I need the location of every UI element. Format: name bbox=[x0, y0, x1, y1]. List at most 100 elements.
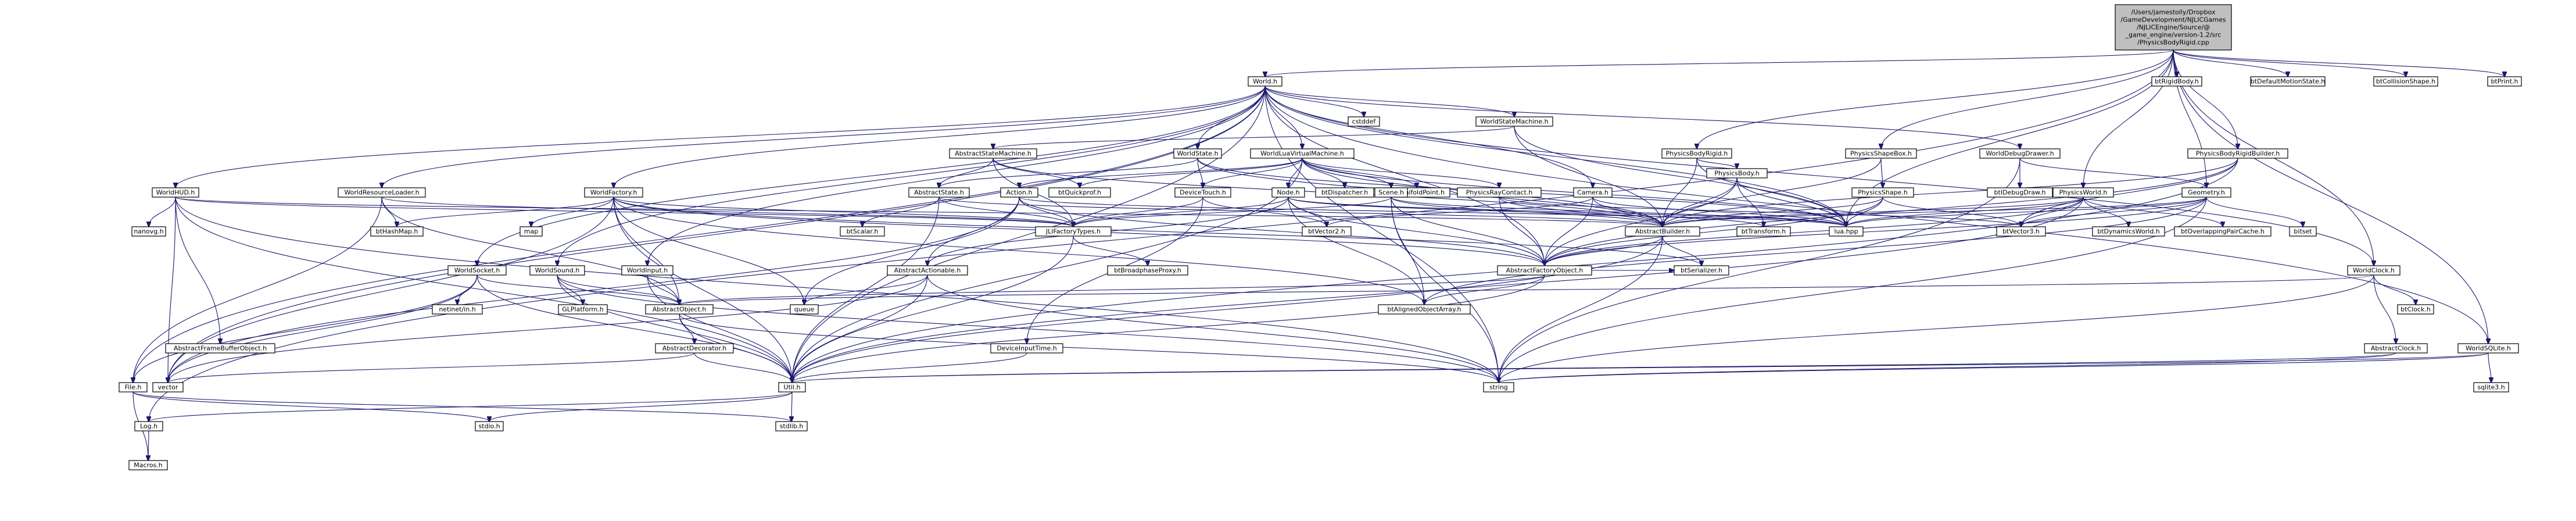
node-btPrint[interactable]: btPrint.h bbox=[2487, 76, 2522, 87]
edge-root-to-luaHpp bbox=[1846, 49, 2174, 227]
node-btTransform[interactable]: btTransform.h bbox=[1736, 226, 1791, 237]
node-sqlite3[interactable]: sqlite3.h bbox=[2473, 382, 2509, 392]
node-map[interactable]: map bbox=[520, 226, 543, 237]
node-node[interactable]: Node.h bbox=[1271, 187, 1305, 198]
node-deviceInputTime[interactable]: DeviceInputTime.h bbox=[990, 343, 1063, 354]
node-jliFactoryTypes[interactable]: JLIFactoryTypes.h bbox=[1035, 226, 1112, 237]
node-physicsShape[interactable]: PhysicsShape.h bbox=[1851, 187, 1914, 198]
node-scene[interactable]: Scene.h bbox=[1374, 187, 1408, 198]
node-btClock[interactable]: btClock.h bbox=[2397, 304, 2434, 315]
node-vector[interactable]: vector bbox=[152, 382, 184, 392]
node-bitset[interactable]: bitset bbox=[2289, 226, 2317, 237]
node-defMotionState[interactable]: btDefaultMotionState.h bbox=[2250, 76, 2326, 87]
node-physicsRayContact[interactable]: PhysicsRayContact.h bbox=[1457, 187, 1542, 198]
node-btOverlappingPairCache[interactable]: btOverlappingPairCache.h bbox=[2174, 226, 2272, 237]
node-deviceTouch[interactable]: DeviceTouch.h bbox=[1174, 187, 1231, 198]
node-string-label: string bbox=[1489, 384, 1508, 391]
node-action[interactable]: Action.h bbox=[1000, 187, 1038, 198]
node-abstractStateMachine[interactable]: AbstractStateMachine.h bbox=[949, 148, 1037, 159]
edge-worldResourceLoader-to-btHashMap bbox=[381, 197, 397, 227]
node-btAlignedObjectArray-box bbox=[1378, 304, 1471, 315]
node-abstractFactoryObject-box bbox=[1497, 265, 1592, 276]
node-btQuickprof[interactable]: btQuickprof.h bbox=[1048, 187, 1111, 198]
node-worldInput[interactable]: WorldInput.h bbox=[621, 265, 673, 276]
edge-abstractActionable-to-string bbox=[927, 274, 1499, 383]
node-physicsBodyRigidBuilder[interactable]: PhysicsBodyRigidBuilder.h bbox=[2187, 148, 2288, 159]
node-rigidBody[interactable]: btRigidBody.h bbox=[2151, 76, 2202, 87]
node-worldResourceLoader-box bbox=[338, 187, 426, 198]
node-btSerializer[interactable]: btSerializer.h bbox=[1674, 265, 1729, 276]
node-worldSqlite[interactable]: WorldSQLite.h bbox=[2457, 343, 2519, 354]
node-worldSound[interactable]: WorldSound.h bbox=[529, 265, 585, 276]
node-worldStateMachine[interactable]: WorldStateMachine.h bbox=[1475, 116, 1553, 127]
edge-scene-to-luaHpp bbox=[1391, 197, 1846, 227]
node-worldFactory-label: WorldFactory.h bbox=[590, 189, 637, 197]
edge-abstractActionable-to-util bbox=[792, 274, 928, 383]
node-macros[interactable]: Macros.h bbox=[128, 460, 168, 470]
node-btDynamicsWorld-label: btDynamicsWorld.h bbox=[2097, 228, 2160, 235]
node-physicsWorld[interactable]: PhysicsWorld.h bbox=[2052, 187, 2114, 198]
node-util[interactable]: Util.h bbox=[778, 382, 806, 392]
node-btDebugDraw[interactable]: btIDebugDraw.h bbox=[1987, 187, 2053, 198]
node-btBroadphaseProxy[interactable]: btBroadphaseProxy.h bbox=[1107, 265, 1188, 276]
node-glPlatform[interactable]: GLPlatform.h bbox=[558, 304, 608, 315]
node-vector-box bbox=[152, 382, 184, 392]
node-cstddef[interactable]: cstddef bbox=[1348, 116, 1380, 127]
node-worldDebugDrawer[interactable]: WorldDebugDrawer.h bbox=[1979, 148, 2061, 159]
node-btPrint-box bbox=[2487, 76, 2522, 87]
edge-abstractActionable-to-queue bbox=[804, 274, 928, 305]
node-camera[interactable]: Camera.h bbox=[1573, 187, 1613, 198]
node-btVector2[interactable]: btVector2.h bbox=[1302, 226, 1352, 237]
node-worldResourceLoader[interactable]: WorldResourceLoader.h bbox=[338, 187, 426, 198]
node-string[interactable]: string bbox=[1483, 382, 1514, 392]
node-worldLuaVM[interactable]: WorldLuaVirtualMachine.h bbox=[1250, 148, 1355, 159]
node-world[interactable]: World.h bbox=[1248, 76, 1282, 87]
node-worldClock[interactable]: WorldClock.h bbox=[2347, 265, 2401, 276]
node-stdlib[interactable]: stdlib.h bbox=[775, 421, 808, 431]
node-physicsShapeBox[interactable]: PhysicsShapeBox.h bbox=[1845, 148, 1917, 159]
node-abstractObject[interactable]: AbstractObject.h bbox=[645, 304, 714, 315]
node-btHashMap[interactable]: btHashMap.h bbox=[370, 226, 424, 237]
nodes-layer: /Users/jamestolly/Dropbox/GameDevelopmen… bbox=[119, 4, 2522, 470]
edge-root-to-log bbox=[149, 49, 2174, 422]
node-abstractClock-label: AbstractClock.h bbox=[2371, 345, 2421, 352]
edge-deviceTouch-to-jliFactoryTypes bbox=[1073, 197, 1203, 227]
node-worldState[interactable]: WorldState.h bbox=[1173, 148, 1222, 159]
node-physicsBody[interactable]: PhysicsBody.h bbox=[1706, 168, 1768, 179]
node-luaHpp[interactable]: lua.hpp bbox=[1829, 226, 1864, 237]
edge-abstractClock-to-util bbox=[792, 352, 2396, 383]
node-file[interactable]: File.h bbox=[119, 382, 148, 392]
node-btScalar[interactable]: btScalar.h bbox=[840, 226, 885, 237]
node-abstractBuilder[interactable]: AbstractBuilder.h bbox=[1625, 226, 1700, 237]
node-util-box bbox=[778, 382, 806, 392]
node-netinet[interactable]: netinet/in.h bbox=[432, 304, 483, 315]
root-file-label-line-3: _game_engine/version-1.2/src bbox=[2125, 31, 2222, 39]
node-btVector3[interactable]: btVector3.h bbox=[1996, 226, 2046, 237]
node-geometry[interactable]: Geometry.h bbox=[2181, 187, 2231, 198]
root-file-node[interactable]: /Users/jamestolly/Dropbox/GameDevelopmen… bbox=[2115, 4, 2232, 51]
node-btClock-box bbox=[2397, 304, 2434, 315]
node-nanovg[interactable]: nanovg.h bbox=[131, 226, 166, 237]
node-btDispatcher[interactable]: btDispatcher.h bbox=[1315, 187, 1374, 198]
node-camera-label: Camera.h bbox=[1577, 189, 1608, 197]
node-abstractFactoryObject[interactable]: AbstractFactoryObject.h bbox=[1497, 265, 1592, 276]
node-stdio[interactable]: stdio.h bbox=[475, 421, 504, 431]
node-worldHud[interactable]: WorldHUD.h bbox=[152, 187, 199, 198]
node-queue[interactable]: queue bbox=[790, 304, 819, 315]
node-physicsBodyRigid[interactable]: PhysicsBodyRigid.h bbox=[1661, 148, 1732, 159]
node-abstractFrameBufferObject[interactable]: AbstractFrameBufferObject.h bbox=[165, 343, 275, 354]
node-btQuickprof-label: btQuickprof.h bbox=[1058, 189, 1101, 197]
node-log[interactable]: Log.h bbox=[134, 421, 163, 431]
edge-abstractBuilder-to-util bbox=[792, 235, 1663, 383]
node-string-box bbox=[1483, 382, 1514, 392]
node-abstractClock[interactable]: AbstractClock.h bbox=[2364, 343, 2428, 354]
node-btAlignedObjectArray[interactable]: btAlignedObjectArray.h bbox=[1378, 304, 1471, 315]
node-abstractDecorator[interactable]: AbstractDecorator.h bbox=[655, 343, 734, 354]
node-collisionShape[interactable]: btCollisionShape.h bbox=[2373, 76, 2438, 87]
node-btDynamicsWorld[interactable]: btDynamicsWorld.h bbox=[2092, 226, 2165, 237]
node-abstractState[interactable]: AbstractState.h bbox=[908, 187, 970, 198]
node-worldSocket[interactable]: WorldSocket.h bbox=[447, 265, 507, 276]
node-abstractActionable[interactable]: AbstractActionable.h bbox=[887, 265, 968, 276]
node-worldFactory[interactable]: WorldFactory.h bbox=[584, 187, 643, 198]
node-world-box bbox=[1248, 76, 1282, 87]
